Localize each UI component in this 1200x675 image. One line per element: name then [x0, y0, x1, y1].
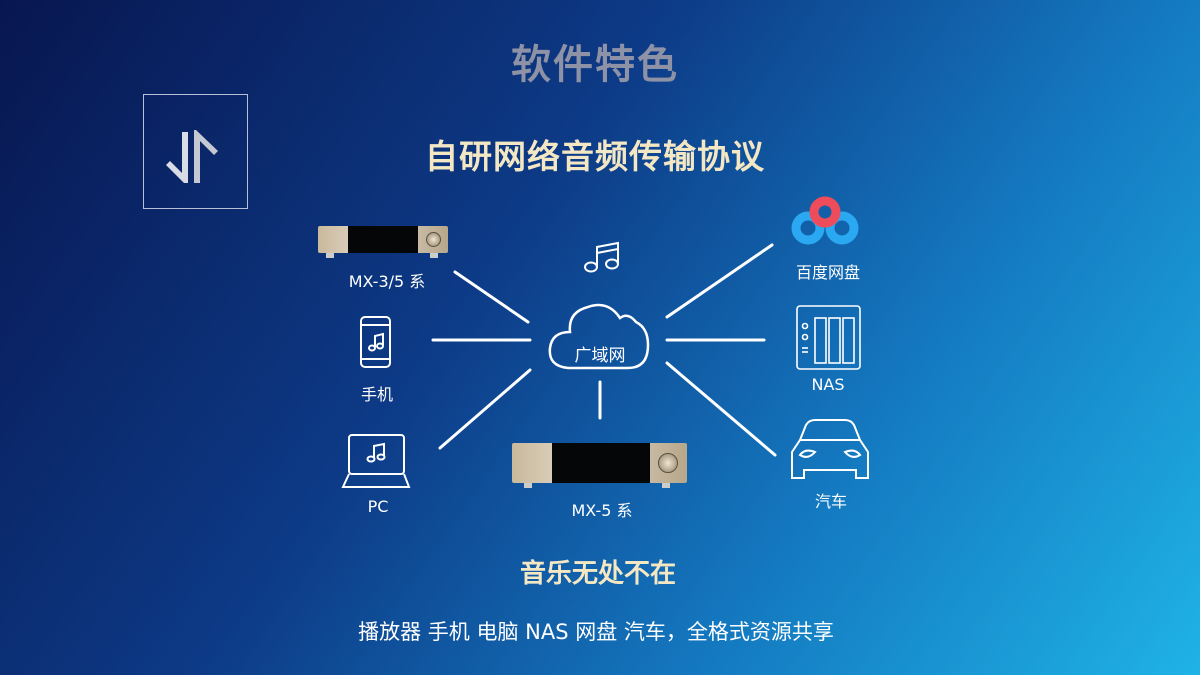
hub-label: 广域网 [574, 346, 626, 366]
node-label-car: 汽车 [814, 492, 848, 511]
node-label-pc: PC [367, 497, 389, 516]
subtitle: 自研网络音频传输协议 [425, 137, 765, 176]
node-label-mx5: MX-5 系 [571, 501, 633, 520]
line-mx35 [453, 270, 530, 324]
brand-logo [143, 94, 248, 209]
baidu-netdisk-icon [791, 196, 859, 245]
mx35-device-image [318, 226, 448, 258]
laptop-icon [341, 434, 411, 488]
music-note-icon [584, 241, 619, 273]
node-label-baidu: 百度网盘 [795, 263, 861, 282]
car-icon [791, 419, 869, 479]
slogan: 音乐无处不在 [519, 559, 677, 589]
cloud-icon [548, 303, 650, 370]
node-label-phone: 手机 [360, 385, 394, 404]
phone-icon [360, 316, 391, 368]
footer-text: 播放器 手机 电脑 NAS 网盘 汽车，全格式资源共享 [358, 620, 834, 644]
page-title: 软件特色 [511, 42, 679, 88]
node-label-mx35: MX-3/5 系 [348, 272, 426, 291]
nas-icon [796, 305, 861, 370]
mx5-device-image [512, 443, 687, 488]
logo-arrows-icon [166, 130, 218, 183]
node-label-nas: NAS [811, 375, 845, 394]
